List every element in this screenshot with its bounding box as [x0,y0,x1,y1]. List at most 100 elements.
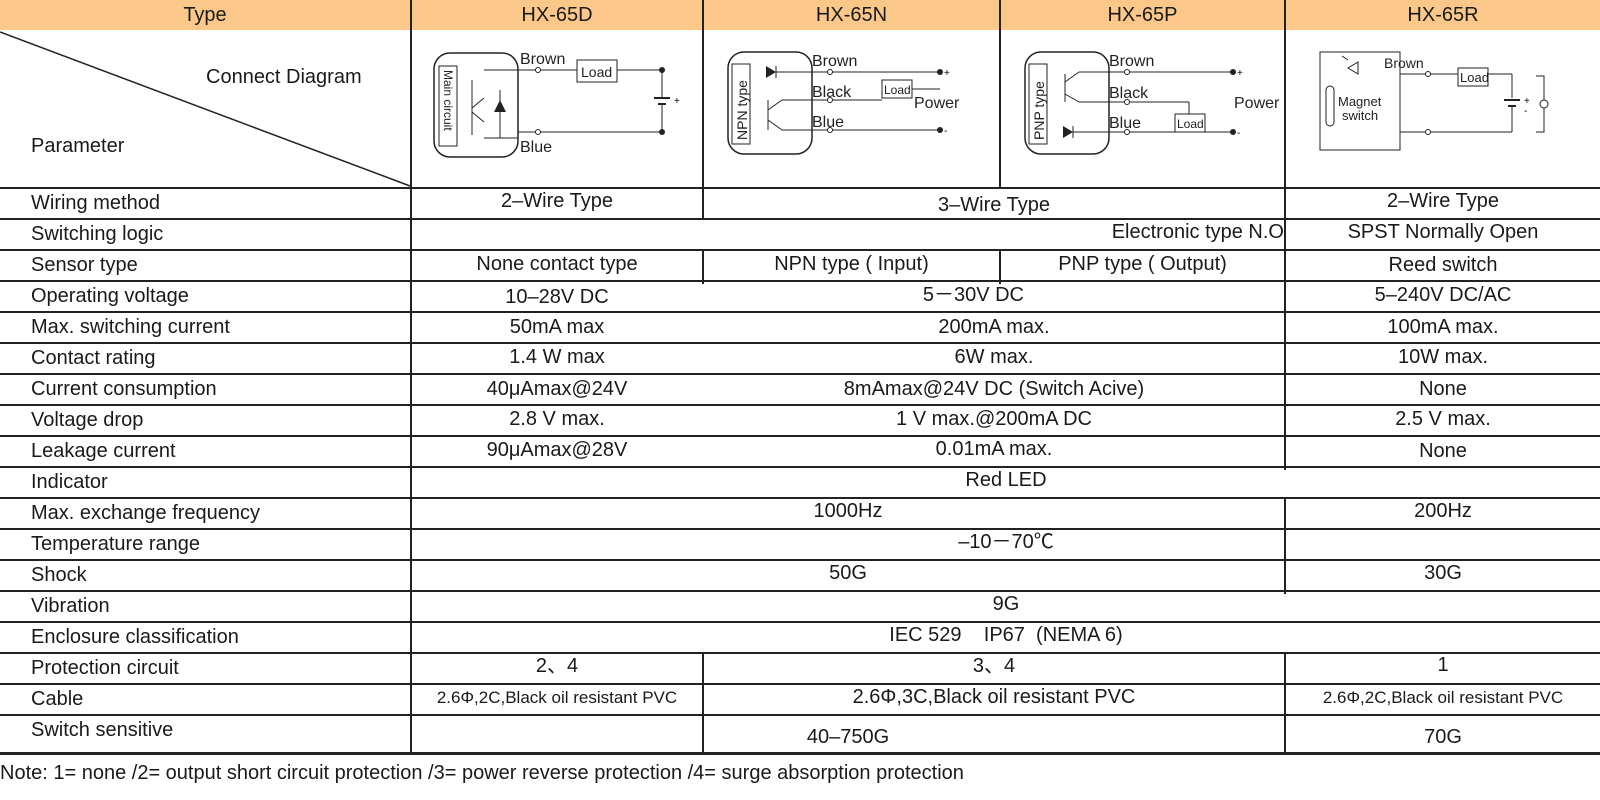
header-type: Type [0,0,410,30]
table-cell: Reed switch [1388,254,1498,276]
diagram-p-power: Power [1234,95,1280,112]
diagram-n-power: Power [914,95,960,112]
diagram-n-inner: NPN type [734,80,750,140]
table-cell: 1 [1437,654,1449,676]
row-label: Leakage current [31,440,176,462]
table-cell: Electronic type N.O [1111,221,1284,243]
table-cell: 2.6Φ,2C,Black oil resistant PVC [436,688,678,707]
grid-line-v3b [999,250,1001,284]
row-label: Switch sensitive [31,719,174,741]
grid-line-h1 [0,218,1600,220]
table-cell: PNP type ( Output) [1058,253,1227,275]
diagram-hx65d: + Brown Blue Load Main circuit [433,51,680,158]
diagram-r-brown: Brown [1384,55,1424,71]
diagram-p-brown: Brown [1109,53,1154,70]
svg-text:-: - [1237,128,1240,139]
diagram-p-blue: Blue [1109,115,1141,132]
grid-line-h8 [0,435,1600,437]
grid-line-v2c [702,654,704,754]
svg-text:+: + [944,68,950,79]
grid-line-h2 [0,249,1600,251]
row-label: Enclosure classification [31,626,239,648]
svg-text:-: - [1524,106,1527,117]
grid-line-h14 [0,621,1600,623]
row-label: Operating voltage [31,285,189,307]
grid-line-h4 [0,311,1600,313]
table-cell: 3、4 [972,655,1016,677]
table-cell: NPN type ( Input) [774,253,929,275]
table-cell: 3–Wire Type [938,194,1050,216]
grid-line-h0 [0,187,1600,189]
table-cell: 2–Wire Type [501,190,613,212]
table-cell: 5－30V DC [922,284,1024,306]
grid-line-h3 [0,280,1600,282]
diagram-d-brown: Brown [520,51,565,68]
row-label: Sensor type [31,254,138,276]
grid-line-h7 [0,404,1600,406]
header-model-hx65n: HX-65N [704,0,999,30]
table-cell: 2–Wire Type [1387,190,1499,212]
diagram-hx65r: + - Brown Load Magnet switch [1319,51,1549,151]
row-label: Contact rating [31,347,156,369]
diagram-hx65p: + - Brown Black Blue Load Power PNP type [1024,51,1280,155]
row-label: Switching logic [31,223,164,245]
table-cell: 0.01mA max. [935,438,1053,460]
grid-line-h9 [0,466,1600,468]
row-label: Max. switching current [31,316,230,338]
header-model-hx65d: HX-65D [412,0,702,30]
corner-parameter: Parameter [31,135,125,157]
row-label: Indicator [31,471,108,493]
grid-line-h18 [0,752,1600,755]
table-cell: 50mA max [509,316,605,338]
table-cell: None [1419,378,1467,400]
table-cell: 200Hz [1414,500,1472,522]
grid-line-h16 [0,683,1600,685]
grid-line-v4 [1284,0,1286,470]
grid-line-h6 [0,373,1600,375]
svg-text:-: - [944,126,947,137]
svg-text:+: + [674,96,680,107]
row-label: Cable [31,688,84,710]
header-model-hx65r: HX-65R [1286,0,1600,30]
row-label: Shock [31,564,87,586]
grid-line-h15 [0,652,1600,654]
table-cell: –10－70℃ [958,531,1054,553]
row-label: Max. exchange frequency [31,502,261,524]
grid-line-h10 [0,497,1600,499]
table-cell: 90μAmax@28V [486,439,628,461]
row-label: Protection circuit [31,657,179,679]
diagram-p-black: Black [1109,85,1149,102]
table-cell: 1 V max.@200mA DC [896,408,1092,430]
table-cell: 2.6Φ,3C,Black oil resistant PVC [852,686,1136,708]
grid-line-h11 [0,528,1600,530]
table-cell: 100mA max. [1387,316,1499,338]
table-cell: 10W max. [1397,346,1489,368]
table-cell: 8mAmax@24V DC (Switch Acive) [843,378,1145,400]
svg-text:+: + [1524,96,1530,107]
table-cell: 1.4 W max [509,346,605,368]
row-label: Voltage drop [31,409,144,431]
grid-line-v4d [1284,654,1286,754]
grid-line-v4c [1284,561,1286,594]
table-cell: None [1419,440,1467,462]
grid-line-h5 [0,342,1600,344]
diagram-d-blue: Blue [520,139,552,156]
row-label: Vibration [31,595,110,617]
diagram-r-load: Load [1460,70,1489,85]
diagram-r-inner-2: switch [1342,108,1378,123]
grid-line-v1 [410,0,412,754]
row-label: Current consumption [31,378,217,400]
header-model-hx65p: HX-65P [1001,0,1284,30]
table-cell: SPST Normally Open [1347,221,1539,243]
table-cell: 40–750G [806,726,890,748]
diagram-n-black: Black [812,84,852,101]
table-cell: 9G [992,593,1020,615]
corner-connect-diagram: Connect Diagram [206,66,362,88]
diagram-r-inner-1: Magnet [1338,94,1382,109]
diagram-n-brown: Brown [812,53,857,70]
table-cell: 30G [1424,562,1462,584]
diagram-p-load: Load [1177,117,1204,131]
table-cell: 2.5 V max. [1395,408,1491,430]
diagram-n-blue: Blue [812,114,844,131]
table-cell: 40μAmax@24V [486,378,628,400]
